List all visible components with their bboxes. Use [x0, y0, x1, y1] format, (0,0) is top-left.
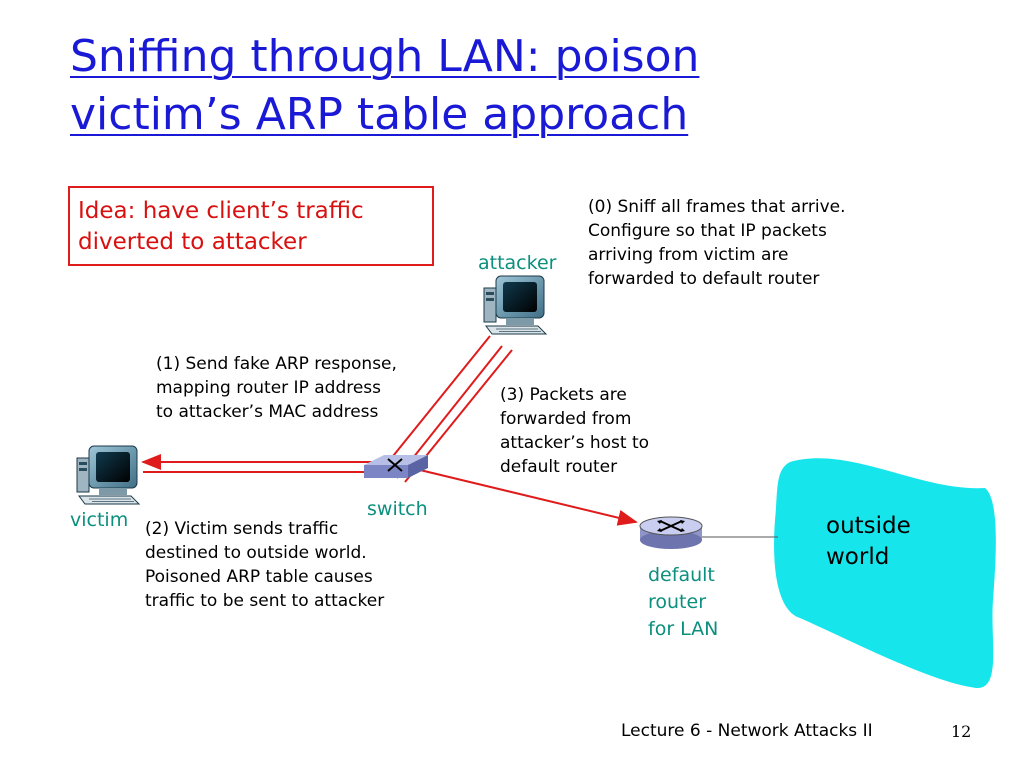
victim-label: victim — [70, 509, 129, 531]
step3-text: (3) Packets are forwarded from attacker’… — [500, 383, 649, 479]
step3-line: forwarded from — [500, 409, 632, 429]
router-label-line: for LAN — [648, 618, 719, 640]
step2-text: (2) Victim sends traffic destined to out… — [145, 517, 384, 613]
step3-line: (3) Packets are — [500, 385, 627, 405]
switch-icon — [364, 455, 428, 478]
switch-label: switch — [367, 498, 428, 520]
router-label-line: default — [648, 564, 715, 586]
outside-world-label: outside world — [826, 511, 911, 573]
router-label-line: router — [648, 591, 707, 613]
step0-line: arriving from victim are — [588, 245, 789, 265]
step0-line: (0) Sniff all frames that arrive. — [588, 197, 846, 217]
link-switch-attacker-1 — [384, 335, 491, 467]
step0-line: forwarded to default router — [588, 269, 820, 289]
slide-title: Sniffing through LAN: poison victim’s AR… — [70, 28, 970, 144]
step2-line: (2) Victim sends traffic — [145, 519, 339, 539]
router-icon — [639, 516, 703, 549]
step0-line: Configure so that IP packets — [588, 221, 827, 241]
step2-line: traffic to be sent to attacker — [145, 591, 385, 611]
outside-world-line: outside — [826, 513, 911, 539]
step2-line: destined to outside world. — [145, 543, 367, 563]
title-line-1: Sniffing through LAN: poison — [70, 31, 700, 82]
step3-line: attacker’s host to — [500, 433, 650, 453]
computer-icon — [76, 445, 141, 505]
attacker-label: attacker — [478, 252, 557, 274]
page-number: 12 — [951, 722, 972, 741]
idea-line-1: Idea: have client’s traffic — [78, 198, 364, 224]
step1-line: to attacker’s MAC address — [156, 402, 379, 422]
footer-text: Lecture 6 - Network Attacks II — [621, 721, 873, 741]
step0-text: (0) Sniff all frames that arrive. Config… — [588, 195, 846, 291]
step1-line: (1) Send fake ARP response, — [156, 354, 397, 374]
step3-line: default router — [500, 457, 618, 477]
arrow-switch-to-router — [419, 469, 638, 526]
computer-icon — [483, 275, 548, 335]
idea-box: Idea: have client’s traffic diverted to … — [68, 186, 434, 266]
step1-line: mapping router IP address — [156, 378, 382, 398]
cloud-icon — [774, 458, 996, 689]
title-line-2: victim’s ARP table approach — [70, 89, 689, 140]
step1-text: (1) Send fake ARP response, mapping rout… — [156, 352, 397, 424]
router-label: default router for LAN — [648, 562, 718, 643]
outside-world-line: world — [826, 544, 890, 570]
idea-line-2: diverted to attacker — [78, 229, 307, 255]
step2-line: Poisoned ARP table causes — [145, 567, 373, 587]
